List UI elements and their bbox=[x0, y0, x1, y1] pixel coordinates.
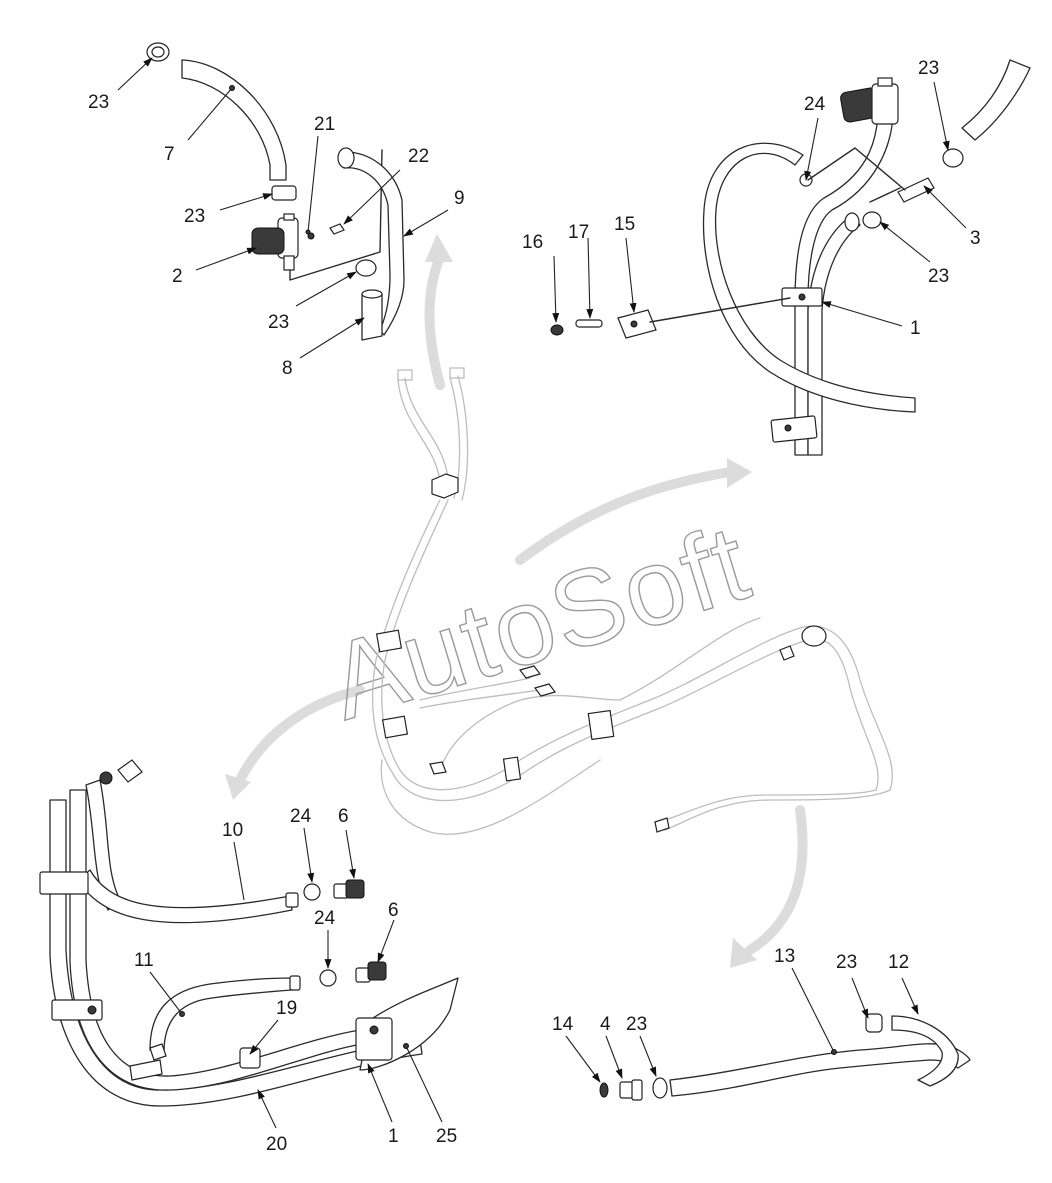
hose-10 bbox=[77, 869, 293, 924]
detail-bottom-right bbox=[599, 1013, 971, 1101]
fitting-6-lower bbox=[355, 961, 387, 983]
callout-3: 3 bbox=[970, 228, 981, 249]
callout-10: 10 bbox=[222, 820, 243, 841]
callout-23: 23 bbox=[184, 206, 205, 227]
detail-top-left bbox=[146, 42, 405, 341]
callout-15: 15 bbox=[614, 214, 635, 235]
callout-22: 22 bbox=[408, 146, 429, 167]
hose-main-right-b bbox=[807, 214, 861, 456]
callout-24: 24 bbox=[290, 806, 312, 827]
detail-top-right bbox=[550, 59, 1031, 456]
flow-arrowhead-bottom-right bbox=[730, 938, 757, 968]
flow-arrow-top-right bbox=[515, 467, 735, 565]
callout-17: 17 bbox=[568, 222, 589, 243]
part-17 bbox=[575, 319, 603, 328]
flow-arrowhead-bottom-left bbox=[225, 774, 251, 800]
callout-23: 23 bbox=[88, 92, 109, 113]
callout-6: 6 bbox=[388, 900, 399, 921]
hose-bl-outer bbox=[49, 799, 423, 1107]
callout-4: 4 bbox=[600, 1014, 611, 1035]
callout-23: 23 bbox=[626, 1014, 647, 1035]
hose-upper-right bbox=[961, 59, 1031, 141]
part-16 bbox=[550, 324, 564, 336]
flow-arrow-bottom-right bbox=[745, 805, 808, 955]
callout-23: 23 bbox=[928, 266, 949, 287]
callout-1: 1 bbox=[388, 1126, 399, 1147]
hose-bl-mid bbox=[69, 789, 363, 1091]
flow-arrowhead-top-left bbox=[425, 234, 453, 262]
callout-24: 24 bbox=[804, 94, 826, 115]
hose-12 bbox=[891, 1015, 959, 1087]
callout-14: 14 bbox=[552, 1014, 574, 1035]
hose-loop-left bbox=[702, 142, 916, 413]
callout-21: 21 bbox=[314, 114, 335, 135]
flow-arrow-bottom-left bbox=[235, 685, 365, 785]
bracket-1 bbox=[355, 1017, 393, 1061]
callout-13: 13 bbox=[774, 946, 795, 967]
callout-9: 9 bbox=[454, 188, 465, 209]
callout-12: 12 bbox=[888, 952, 909, 973]
callout-20: 20 bbox=[266, 1134, 287, 1155]
callout-16: 16 bbox=[522, 232, 543, 253]
callout-23: 23 bbox=[836, 952, 857, 973]
callout-11: 11 bbox=[134, 950, 154, 971]
flow-arrow-top-left bbox=[424, 257, 445, 390]
hose-bl-inner bbox=[85, 779, 121, 911]
fitting-6-upper bbox=[333, 879, 365, 899]
detail-bottom-left bbox=[39, 759, 459, 1107]
valve-top-right bbox=[840, 77, 899, 125]
callout-8: 8 bbox=[282, 358, 293, 379]
overview-assembly bbox=[371, 367, 893, 835]
callout-19: 19 bbox=[276, 998, 297, 1019]
washer-14 bbox=[599, 1082, 609, 1098]
callout-25: 25 bbox=[436, 1126, 457, 1147]
hose-7 bbox=[181, 59, 287, 181]
flow-arrows bbox=[225, 234, 808, 968]
valve-2 bbox=[251, 213, 299, 271]
hose-13 bbox=[669, 1043, 971, 1097]
leader-lines bbox=[117, 57, 967, 1129]
callout-7: 7 bbox=[164, 144, 175, 165]
callout-23: 23 bbox=[268, 312, 289, 333]
watermark: AutoSoft bbox=[316, 501, 763, 743]
fitting-4 bbox=[619, 1079, 643, 1101]
hose-11 bbox=[149, 977, 293, 1053]
hose-8 bbox=[361, 293, 383, 341]
callout-24: 24 bbox=[314, 908, 336, 929]
callout-labels: 23 7 21 22 9 23 2 23 8 23 24 3 23 16 17 … bbox=[88, 58, 981, 1155]
callout-23: 23 bbox=[918, 58, 939, 79]
callout-6: 6 bbox=[338, 806, 349, 827]
callout-2: 2 bbox=[172, 266, 183, 287]
flow-arrowhead-top-right bbox=[727, 458, 752, 488]
callout-1: 1 bbox=[910, 318, 921, 339]
